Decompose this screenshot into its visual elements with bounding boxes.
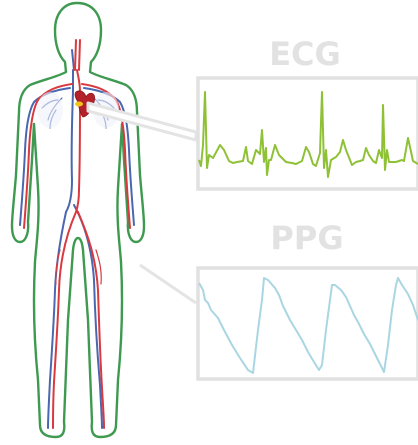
- human-body-figure: [10, 1, 146, 439]
- arteries: [23, 39, 131, 429]
- ppg-connector: [139, 263, 197, 305]
- ppg-label: PPG: [270, 219, 343, 257]
- heart-highlight: [75, 101, 83, 107]
- right-leg-artery: [77, 211, 105, 429]
- body-outline: [10, 1, 146, 439]
- ecg-trace: [198, 91, 418, 178]
- left-lung: [37, 92, 63, 128]
- ppg-trace: [198, 277, 418, 374]
- left-leg-artery: [52, 211, 77, 429]
- left-leg-vein: [47, 211, 67, 429]
- ecg-label: ECG: [269, 35, 341, 73]
- ecg-connector: [86, 101, 198, 142]
- head-vein: [71, 49, 75, 71]
- ppg-box: [196, 266, 418, 381]
- vena-cava: [65, 69, 74, 213]
- ecg-box: [196, 76, 418, 191]
- connectors: [86, 101, 198, 305]
- right-leg-vein: [73, 204, 103, 429]
- right-arm-artery: [81, 83, 131, 229]
- carotid-arteries: [74, 39, 81, 71]
- ecg-panel: ECG: [196, 35, 418, 191]
- aorta: [75, 69, 81, 213]
- ppg-panel: PPG: [196, 219, 418, 381]
- left-arm-artery: [23, 83, 73, 229]
- leg-branches: [55, 249, 102, 285]
